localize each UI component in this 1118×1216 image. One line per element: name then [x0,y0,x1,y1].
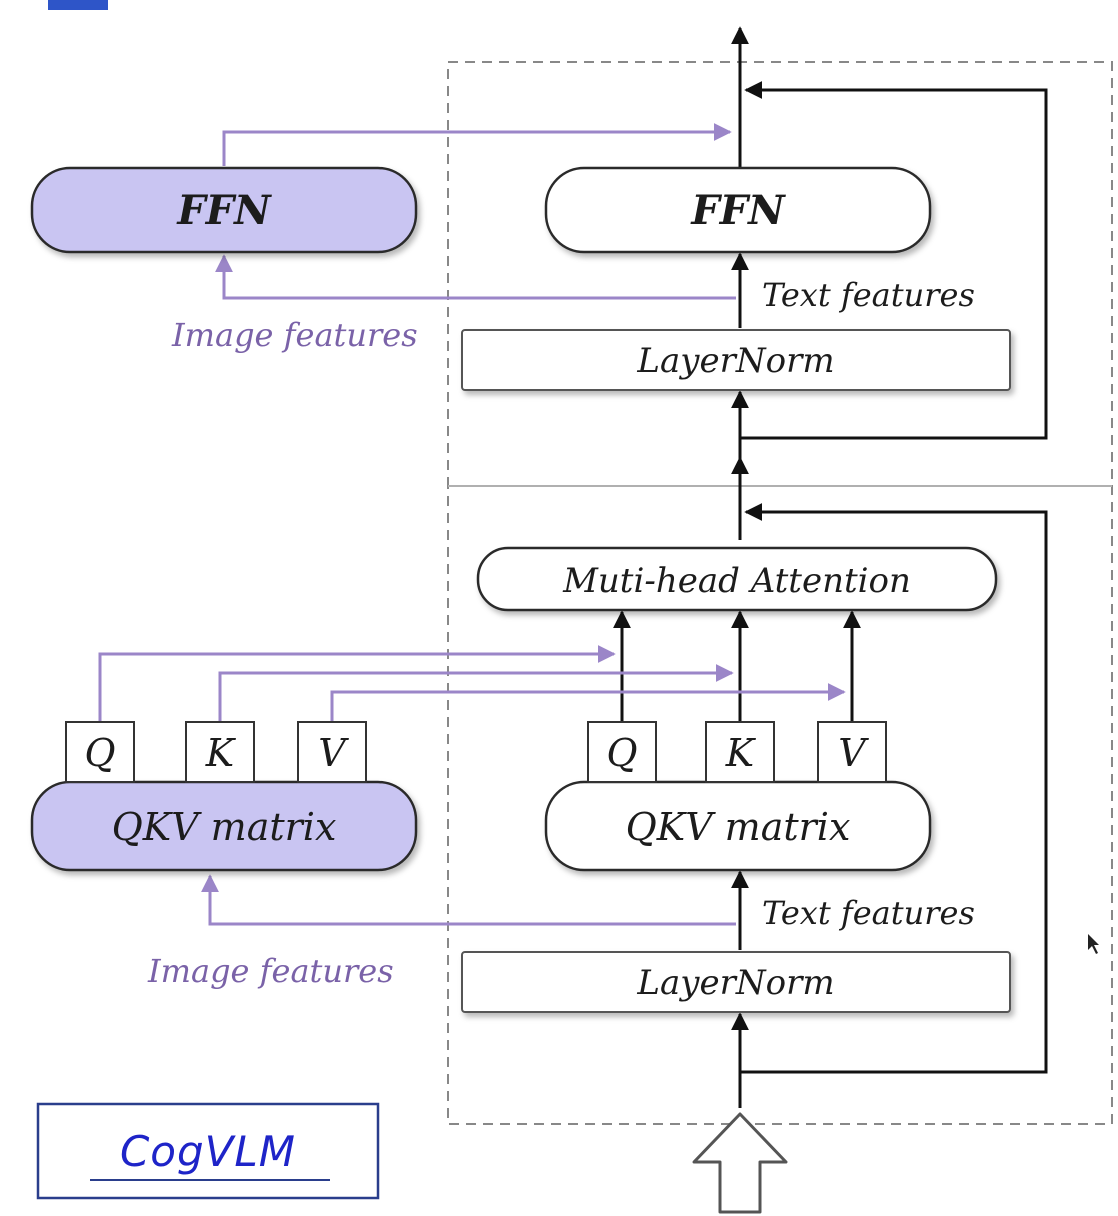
expert-ffn-label: FFN [176,187,272,234]
expert-k-label: K [205,731,237,775]
attn-layernorm-label: LayerNorm [636,963,834,1003]
image-feature-path-ffn-in [215,254,736,300]
text-q-label: Q [606,731,637,775]
attn-text-features-label: Text features [762,894,975,932]
text-qkv-box: QKV matrix [544,780,932,872]
residual-ffn [740,81,1048,440]
input-arrow-icon [692,1112,788,1214]
text-k-label: K [725,731,757,775]
cogvlm-logo-text: CogVLM [120,1127,296,1176]
text-q-box: Q [587,721,657,783]
attention-label: Muti-head Attention [562,561,911,601]
attn-layernorm-box: LayerNorm [461,951,1011,1013]
text-ffn-box: FFN [544,166,932,254]
text-ffn-label: FFN [690,187,786,234]
ffn-layernorm-box: LayerNorm [461,329,1011,391]
attn-image-features-label: Image features [147,952,394,990]
image-v-path [330,683,846,722]
expert-v-box: V [297,721,367,783]
image-q-path [98,645,616,722]
image-k-path [218,664,734,722]
expert-q-label: Q [84,731,115,775]
image-feature-path-ffn-out [222,123,732,166]
text-qkv-label: QKV matrix [626,805,851,849]
ffn-image-features-label: Image features [171,316,418,354]
ffn-text-features-label: Text features [762,276,975,314]
cogvlm-logo: CogVLM [36,1102,380,1200]
expert-v-label: V [318,731,349,775]
text-v-box: V [817,721,887,783]
text-v-label: V [838,731,869,775]
image-feature-path-qkv-in [201,874,736,926]
expert-k-box: K [185,721,255,783]
expert-ffn-box: FFN [30,166,418,254]
ffn-block-boundary [447,61,1113,487]
ffn-layernorm-label: LayerNorm [636,341,834,381]
residual-attention [740,503,1048,1074]
attention-box: Muti-head Attention [476,546,998,612]
mouse-cursor-icon [1088,934,1099,954]
expert-qkv-box: QKV matrix [30,780,418,872]
expert-qkv-label: QKV matrix [112,805,337,849]
corner-fragment [48,0,108,10]
expert-q-box: Q [65,721,135,783]
text-k-box: K [705,721,775,783]
